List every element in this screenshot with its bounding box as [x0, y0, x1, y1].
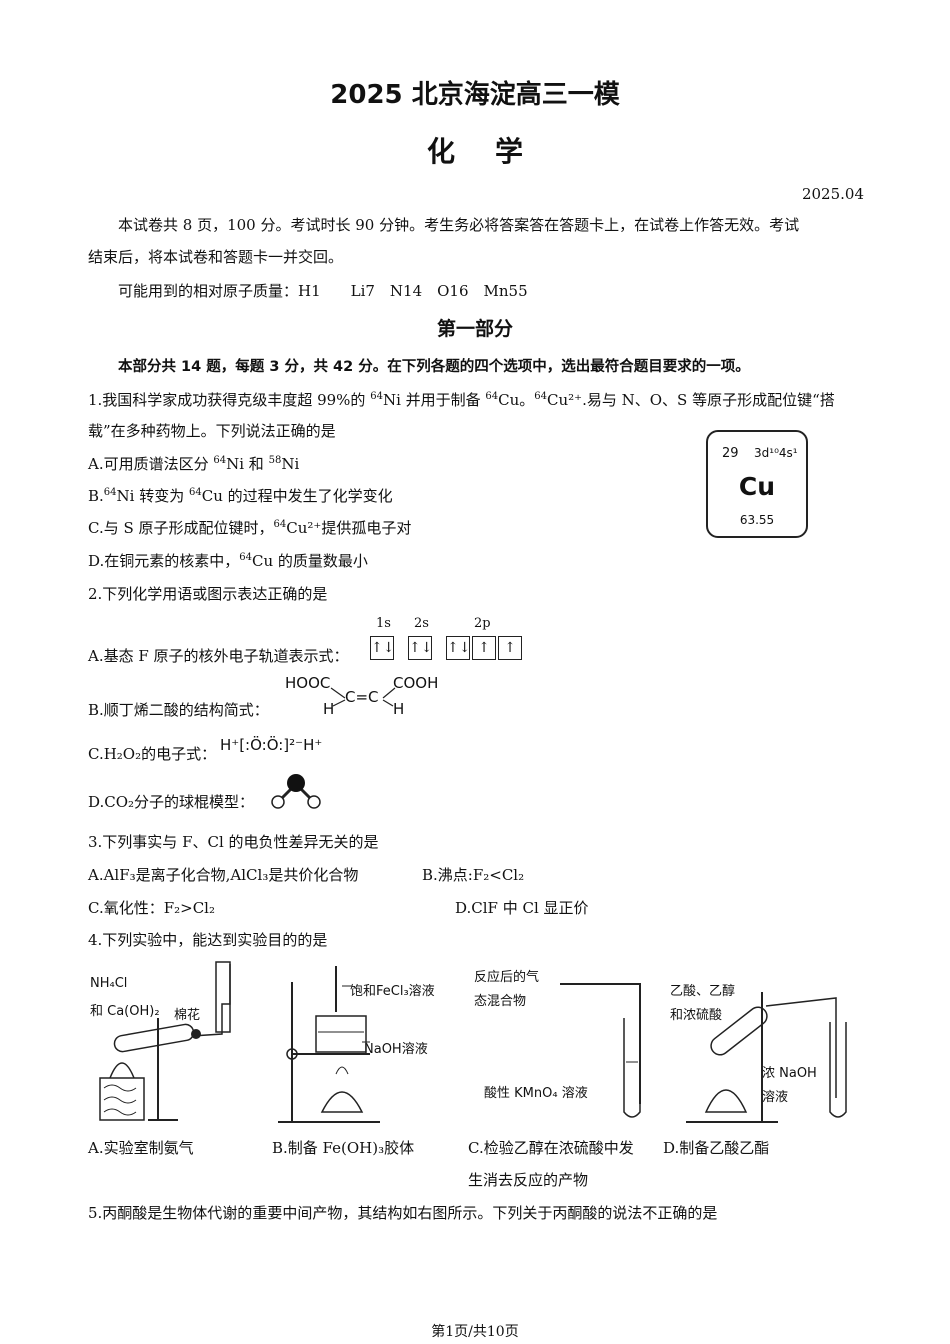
maleic-acid-structure: HOOC COOH H C=C H: [285, 674, 445, 720]
apparatus-ethyl-acetate: 乙酸、乙醇 和浓硫酸 浓 NaOH 溶液: [666, 962, 866, 1128]
q4-stem: 4.下列实验中，能达到实验目的的是: [88, 931, 328, 949]
q5-stem: 5.丙酮酸是生物体代谢的重要中间产物，其结构如右图所示。下列关于丙酮酸的说法不正…: [88, 1204, 718, 1222]
electron-config: 3d¹⁰4s¹: [754, 446, 798, 460]
q2-stem: 2.下列化学用语或图示表达正确的是: [88, 585, 328, 603]
subject-title: 化学: [426, 135, 563, 168]
orbital-label-2p: 2p: [474, 616, 491, 631]
structure-bonds: [330, 687, 396, 707]
ester-setup-drawing: [686, 992, 847, 1123]
ethylene-test-drawing: [560, 983, 641, 1118]
q1-option-c: C.与 S 原子形成配位键时，64Cu²⁺提供孤电子对: [88, 519, 412, 537]
element-symbol: Cu: [738, 472, 776, 501]
orbital-box-1s: ↑↓: [370, 636, 394, 660]
q1-option-a: A.可用质谱法区分 64Ni 和 58Ni: [88, 455, 300, 473]
q3-option-b: B.沸点:F₂<Cl₂: [422, 866, 525, 884]
q3-option-a: A.AlF₃是离子化合物,AlCl₃是共价化合物: [88, 866, 359, 884]
q4-option-d: D.制备乙酸乙酯: [663, 1139, 770, 1157]
co2-ball-stick-model: [271, 774, 321, 809]
exam-title: 2025 北京海淀高三一模: [330, 80, 620, 110]
section-instruction: 本部分共 14 题，每题 3 分，共 42 分。在下列各题的四个选项中，选出最符…: [118, 359, 750, 375]
page-number: 第1页/共10页: [431, 1324, 519, 1340]
q3-stem: 3.下列事实与 F、Cl 的电负性差异无关的是: [88, 833, 379, 851]
q1-option-b: B.64Ni 转变为 64Cu 的过程中发生了化学变化: [88, 487, 393, 505]
orbital-box-2s: ↑↓: [408, 636, 432, 660]
q4-option-c-line1: C.检验乙醇在浓硫酸中发: [468, 1139, 634, 1157]
apparatus-ethylene-test: 反应后的气 态混合物 酸性 KMnO₄ 溶液: [470, 962, 660, 1128]
exam-date: 2025.04: [801, 185, 864, 203]
apparatus-ammonia: NH₄Cl 和 Ca(OH)₂ 棉花: [88, 958, 263, 1128]
atomic-number: 29: [722, 446, 739, 461]
q2-option-a: A.基态 F 原子的核外电子轨道表示式：: [88, 647, 349, 665]
q2-option-b: B.顺丁烯二酸的结构简式：: [88, 701, 269, 719]
orbital-box-2p-3: ↑: [498, 636, 522, 660]
q4-option-a: A.实验室制氨气: [88, 1139, 194, 1157]
q3-option-c: C.氧化性：F₂>Cl₂: [88, 899, 215, 917]
colloid-setup-drawing: [278, 966, 380, 1123]
q4-option-c-line2: 生消去反应的产物: [468, 1171, 589, 1189]
notice-line-2: 结束后，将本试卷和答题卡一并交回。: [88, 248, 344, 266]
q2-option-d: D.CO₂分子的球棍模型：: [88, 793, 255, 811]
ammonia-setup-drawing: [99, 961, 231, 1121]
section-title: 第一部分: [436, 318, 513, 340]
atomic-mass: 63.55: [739, 513, 775, 527]
q1-stem-line1: 1.我国科学家成功获得克级丰度超 99%的 64Ni 并用于制备 64Cu。64…: [88, 391, 835, 409]
orbital-box-2p-1: ↑↓: [446, 636, 470, 660]
apparatus-fe-oh3-colloid: 饱和FeCl₃溶液 NaOH溶液: [270, 962, 460, 1128]
orbital-label-1s: 1s: [376, 616, 391, 631]
q4-option-b: B.制备 Fe(OH)₃胶体: [272, 1139, 415, 1157]
orbital-box-2p-2: ↑: [472, 636, 496, 660]
q1-option-d: D.在铜元素的核素中，64Cu 的质量数最小: [88, 552, 368, 570]
orbital-label-2s: 2s: [414, 616, 429, 631]
periodic-table-cell: 29 3d¹⁰4s¹ Cu 63.55: [706, 430, 808, 538]
q3-option-d: D.ClF 中 Cl 显正价: [455, 899, 589, 917]
h2o2-electron-formula: H⁺[:Ö:Ö:]²⁻H⁺: [220, 736, 323, 754]
atomic-masses: 可能用到的相对原子质量：H1 Li7 N14 O16 Mn55: [118, 282, 528, 300]
q2-option-c: C.H₂O₂的电子式：: [88, 745, 217, 763]
q1-stem-line2: 载”在多种药物上。下列说法正确的是: [88, 422, 336, 440]
notice-line-1: 本试卷共 8 页，100 分。考试时长 90 分钟。考生务必将答案答在答题卡上，…: [118, 216, 800, 234]
